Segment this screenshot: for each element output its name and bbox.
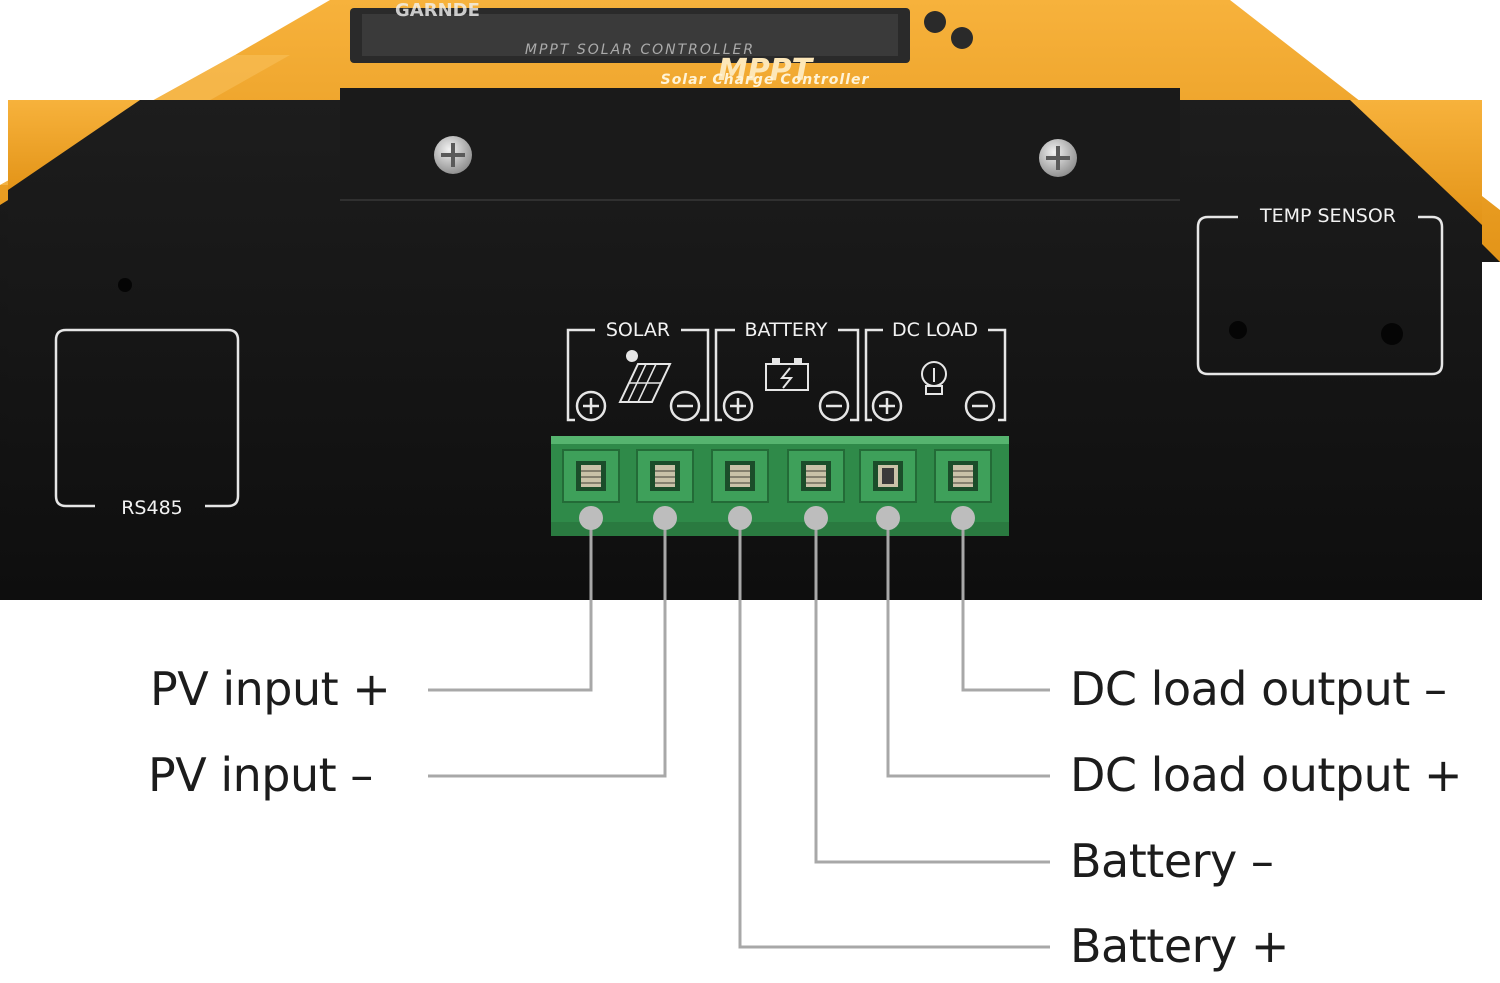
callout-pv-input-minus: PV input –: [148, 748, 373, 802]
rs485-port[interactable]: RS485: [54, 328, 240, 519]
leader-load-plus: [886, 518, 1050, 778]
leader-lines: [428, 518, 1050, 949]
callout-battery-minus: Battery –: [1070, 834, 1274, 888]
terminal-slot[interactable]: [562, 449, 620, 503]
terminal-dots: [579, 506, 975, 530]
callout-dc-load-output-minus: DC load output –: [1070, 662, 1447, 716]
battery-icon: [765, 358, 809, 391]
terminal-slot[interactable]: [636, 449, 694, 503]
mounting-hole: [118, 278, 132, 292]
dc-load-group-label: DC LOAD: [892, 319, 978, 341]
temp-sensor-port[interactable]: TEMP SENSOR: [1196, 205, 1444, 376]
polarity-symbols: [575, 390, 996, 422]
terminal-slot[interactable]: [711, 449, 769, 503]
terminal-slot[interactable]: [859, 449, 917, 503]
terminal-slot[interactable]: [934, 449, 992, 503]
solar-panel-icon: [618, 350, 672, 403]
brand-text: GARNDE: [395, 0, 480, 21]
terminal-silkscreen: SOLAR BATTERY DC LOAD: [566, 319, 1007, 422]
callout-battery-plus: Battery +: [1070, 919, 1289, 973]
screw-left: [434, 136, 472, 174]
battery-group-label: BATTERY: [744, 319, 827, 341]
solar-group-label: SOLAR: [606, 319, 670, 341]
terminal-slot[interactable]: [787, 449, 845, 503]
terminal-dot-battery-plus: [728, 506, 752, 530]
ok-button[interactable]: [951, 27, 973, 49]
product-subtitle: Solar Charge Controller: [661, 72, 870, 88]
terminal-dot-pv-plus: [579, 506, 603, 530]
light-bulb-icon: [921, 361, 947, 395]
leader-load-minus: [961, 518, 1050, 692]
screw-right: [1039, 139, 1077, 177]
leader-battery-minus: [814, 518, 1050, 864]
callout-pv-input-plus: PV input +: [150, 662, 391, 716]
lcd-caption: MPPT SOLAR CONTROLLER: [525, 42, 755, 58]
leader-battery-plus: [738, 518, 1050, 949]
terminal-dot-load-plus: [876, 506, 900, 530]
terminal-dot-battery-minus: [804, 506, 828, 530]
mppt-logo: MPPT: [718, 53, 815, 88]
leader-pv-plus: [428, 518, 593, 692]
callout-dc-load-output-plus: DC load output +: [1070, 748, 1462, 802]
terminal-dot-pv-minus: [653, 506, 677, 530]
leader-pv-minus: [428, 518, 667, 778]
rs485-label: RS485: [121, 497, 183, 519]
temp-sensor-label: TEMP SENSOR: [1259, 205, 1396, 227]
front-panel: [0, 88, 1500, 600]
terminal-block: [551, 436, 1009, 536]
menu-button[interactable]: [924, 11, 946, 33]
terminal-dot-load-minus: [951, 506, 975, 530]
